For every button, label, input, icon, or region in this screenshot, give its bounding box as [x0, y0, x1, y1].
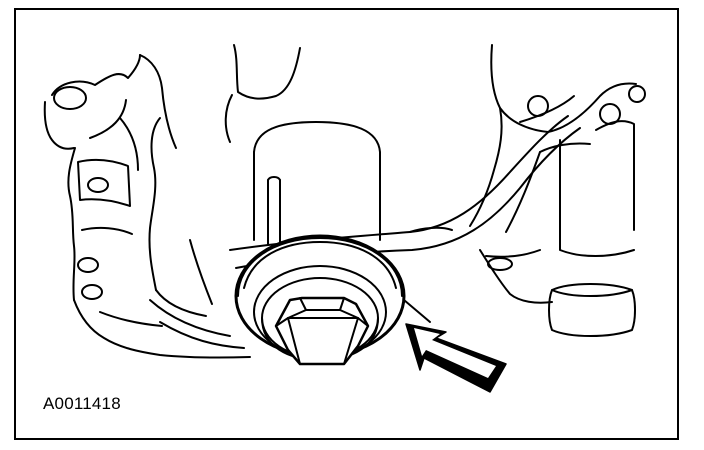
- cylinder-housing: [253, 121, 381, 246]
- illustration-frame: [14, 8, 679, 440]
- figure-id-caption: A0011418: [43, 394, 121, 413]
- left-housing-casting: [43, 54, 251, 359]
- arrow-icon: [405, 323, 507, 393]
- right-housing-casting: [403, 44, 646, 337]
- drain-plug-bolt: [234, 234, 406, 366]
- upper-inlet-tube: [224, 44, 301, 143]
